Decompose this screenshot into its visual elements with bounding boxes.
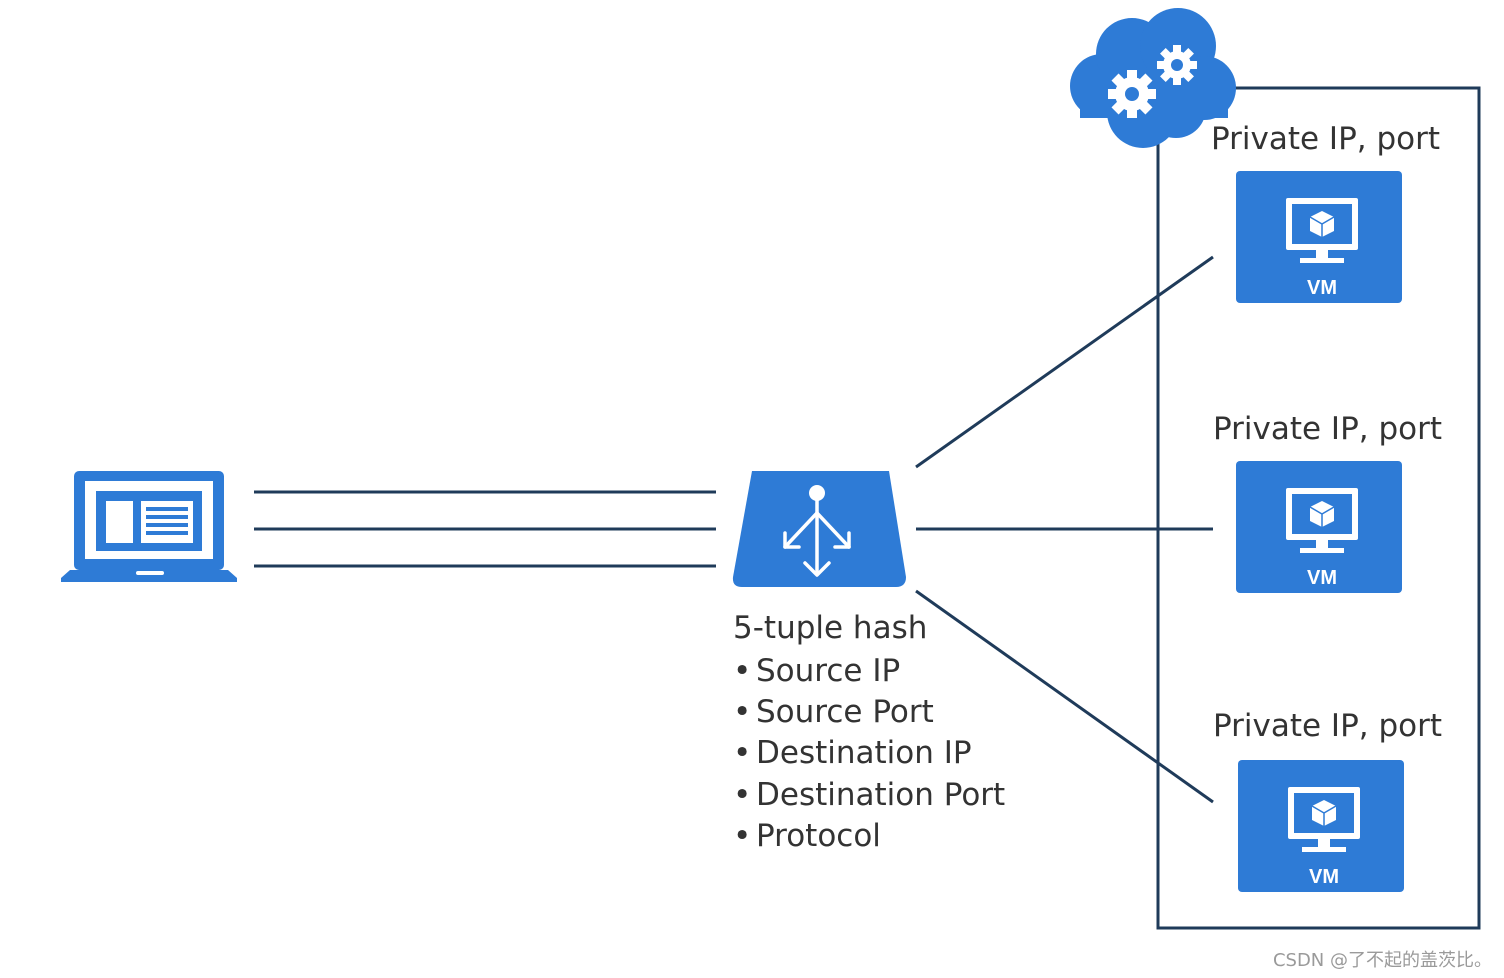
- vm-monitor-icon: [1238, 760, 1404, 892]
- load-balancer-icon: [732, 471, 906, 587]
- vm-monitor-icon: [1236, 171, 1402, 303]
- vm-connections: [915, 255, 1214, 804]
- hash-item: Source Port: [733, 693, 1005, 734]
- hash-item: Destination IP: [733, 734, 1005, 775]
- client-connections: [254, 490, 716, 568]
- gear-icon: [1157, 45, 1197, 85]
- vm-tag: VM: [1307, 567, 1337, 589]
- laptop-icon: [61, 471, 237, 582]
- vm-tag: VM: [1307, 277, 1337, 299]
- hash-title: 5-tuple hash: [733, 610, 928, 646]
- vm-label: Private IP, port: [1211, 121, 1441, 157]
- vm-connection-line: [915, 589, 1214, 804]
- vm-connection-line: [915, 255, 1214, 469]
- hash-item: Destination Port: [733, 776, 1005, 817]
- vm-label: Private IP, port: [1213, 411, 1443, 447]
- hash-list: Source IP Source Port Destination IP Des…: [733, 652, 1005, 858]
- cloud-boundary: [1156, 86, 1481, 930]
- vm-monitor-icon: [1236, 461, 1402, 593]
- cloud-gears-icon: [1070, 8, 1236, 148]
- gear-icon: [1108, 70, 1156, 118]
- vm-tag: VM: [1309, 866, 1339, 888]
- hash-item: Source IP: [733, 652, 1005, 693]
- vm-label: Private IP, port: [1213, 708, 1443, 744]
- watermark: CSDN @了不起的盖茨比。: [1272, 950, 1492, 971]
- hash-item: Protocol: [733, 817, 1005, 858]
